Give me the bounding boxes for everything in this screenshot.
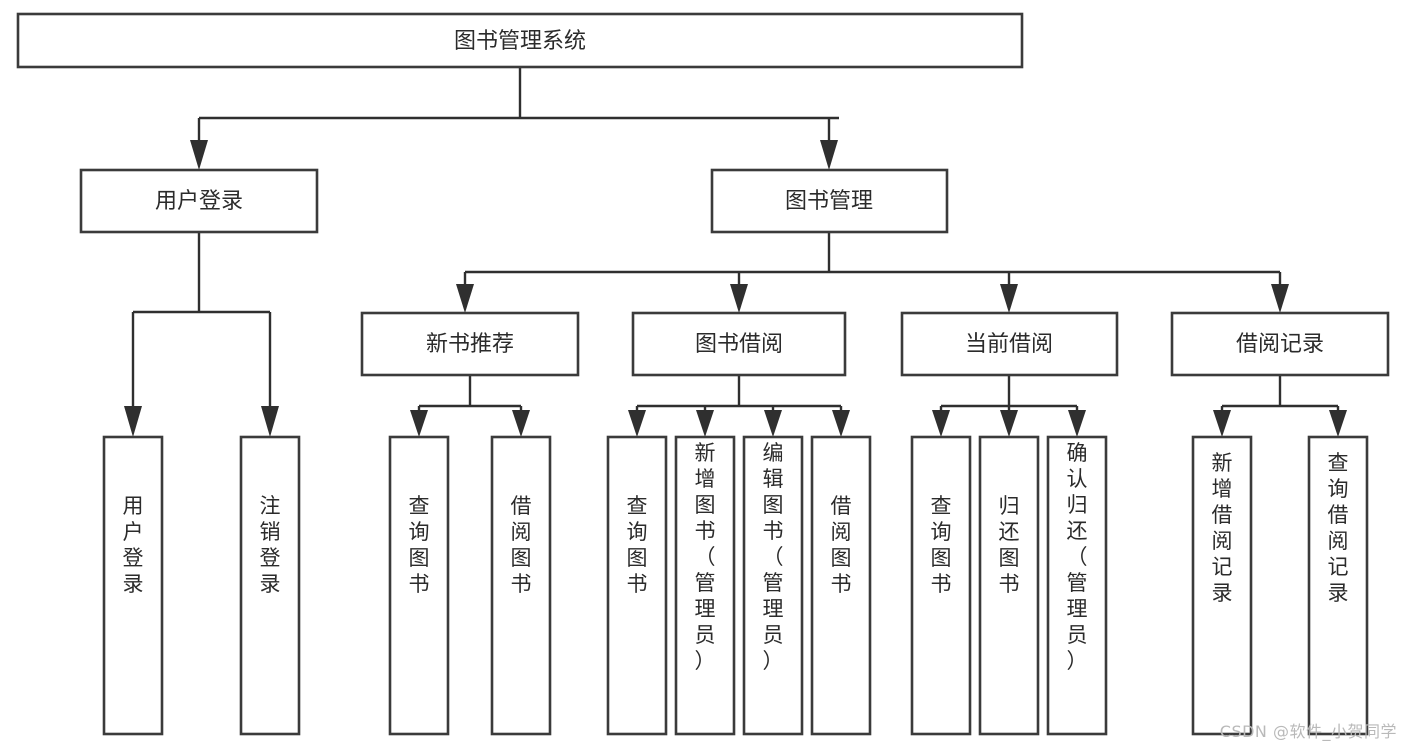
arrowhead-book-manage xyxy=(820,140,838,170)
leaf-label: 归还图书 xyxy=(999,494,1020,596)
leaf-box[interactable] xyxy=(1046,435,1108,736)
arrowhead-ul-child-2 xyxy=(261,406,279,437)
connectors-new-book-children xyxy=(410,375,530,437)
node-book-borrow-label: 图书借阅 xyxy=(695,332,783,357)
leaf-book-borrow-2[interactable]: 新增图书（管理员） xyxy=(674,435,736,736)
connectors-current-borrow-children xyxy=(932,375,1086,437)
node-new-book-recommend-label: 新书推荐 xyxy=(426,332,514,357)
leaf-new-book-1[interactable]: 查询图书 xyxy=(388,435,450,736)
node-new-book-recommend[interactable]: 新书推荐 xyxy=(360,311,580,377)
leaf-box[interactable] xyxy=(388,435,450,736)
arrowhead-bm-child-2 xyxy=(730,284,748,313)
arrowhead-bm-child-3 xyxy=(1000,284,1018,313)
node-current-borrow[interactable]: 当前借阅 xyxy=(900,311,1119,377)
leaf-box[interactable] xyxy=(606,435,668,736)
leaf-box[interactable] xyxy=(1191,435,1253,736)
arrowhead-bb-child-3 xyxy=(764,410,782,437)
node-root-box[interactable] xyxy=(16,12,1024,69)
leaf-new-book-2[interactable]: 借阅图书 xyxy=(490,435,552,736)
leaf-label: 新增借阅记录 xyxy=(1212,451,1233,605)
leaf-box[interactable] xyxy=(910,435,972,736)
arrowhead-bm-child-1 xyxy=(456,284,474,313)
arrowhead-br-child-1 xyxy=(1213,410,1231,437)
node-book-borrow[interactable]: 图书借阅 xyxy=(631,311,847,377)
leaf-label: 查询借阅记录 xyxy=(1328,451,1349,605)
arrowhead-bm-child-4 xyxy=(1271,284,1289,313)
leaf-box[interactable] xyxy=(674,435,736,736)
node-new-book-recommend-box[interactable] xyxy=(360,311,580,377)
leaf-label: 查询图书 xyxy=(627,494,648,596)
leaf-current-borrow-1[interactable]: 查询图书 xyxy=(910,435,972,736)
leaf-box[interactable] xyxy=(978,435,1040,736)
leaf-box[interactable] xyxy=(810,435,872,736)
leaf-user-login-2[interactable]: 注销登录 xyxy=(239,435,301,736)
arrowhead-nb-child-2 xyxy=(512,410,530,437)
node-book-borrow-box[interactable] xyxy=(631,311,847,377)
leaf-label: 借阅图书 xyxy=(511,494,532,596)
arrowhead-cb-child-3 xyxy=(1068,410,1086,437)
leaf-label: 确认归还（管理员） xyxy=(1067,441,1088,673)
node-user-login-box[interactable] xyxy=(79,168,319,234)
leaf-current-borrow-3[interactable]: 确认归还（管理员） xyxy=(1046,435,1108,736)
leaf-box[interactable] xyxy=(239,435,301,736)
connectors-book-borrow-children xyxy=(628,375,850,437)
arrowhead-user-login xyxy=(190,140,208,170)
leaf-book-borrow-1[interactable]: 查询图书 xyxy=(606,435,668,736)
arrowhead-bb-child-1 xyxy=(628,410,646,437)
node-user-login-label: 用户登录 xyxy=(155,189,243,214)
arrowhead-br-child-2 xyxy=(1329,410,1347,437)
leaf-borrow-record-1[interactable]: 新增借阅记录 xyxy=(1191,435,1253,736)
node-user-login[interactable]: 用户登录 xyxy=(79,168,319,234)
node-borrow-record-box[interactable] xyxy=(1170,311,1390,377)
leaf-label: 新增图书（管理员） xyxy=(695,441,716,673)
leaf-box[interactable] xyxy=(742,435,804,736)
node-current-borrow-box[interactable] xyxy=(900,311,1119,377)
arrowhead-cb-child-2 xyxy=(1000,410,1018,437)
node-root-label: 图书管理系统 xyxy=(454,29,586,54)
leaf-book-borrow-3[interactable]: 编辑图书（管理员） xyxy=(742,435,804,736)
node-root[interactable]: 图书管理系统 xyxy=(16,12,1024,69)
connectors-root-to-level2 xyxy=(190,67,839,170)
leaf-box[interactable] xyxy=(490,435,552,736)
leaf-label: 注销登录 xyxy=(260,494,281,596)
node-book-manage[interactable]: 图书管理 xyxy=(710,168,949,234)
leaf-label: 查询图书 xyxy=(931,494,952,596)
leaf-label: 查询图书 xyxy=(409,494,430,596)
leaf-label: 编辑图书（管理员） xyxy=(763,441,784,673)
leaf-label: 用户登录 xyxy=(123,494,144,596)
arrowhead-bb-child-2 xyxy=(696,410,714,437)
leaf-book-borrow-4[interactable]: 借阅图书 xyxy=(810,435,872,736)
leaf-current-borrow-2[interactable]: 归还图书 xyxy=(978,435,1040,736)
csdn-watermark: CSDN @软件_小贺同学 xyxy=(1219,722,1397,741)
leaf-borrow-record-2[interactable]: 查询借阅记录 xyxy=(1307,435,1369,736)
arrowhead-ul-child-1 xyxy=(124,406,142,437)
node-borrow-record[interactable]: 借阅记录 xyxy=(1170,311,1390,377)
leaf-box[interactable] xyxy=(102,435,164,736)
connectors-user-login-children xyxy=(124,232,279,437)
arrowhead-bb-child-4 xyxy=(832,410,850,437)
node-current-borrow-label: 当前借阅 xyxy=(965,332,1053,357)
arrowhead-nb-child-1 xyxy=(410,410,428,437)
node-book-manage-box[interactable] xyxy=(710,168,949,234)
connectors-borrow-record-children xyxy=(1213,375,1347,437)
connectors-book-manage-children xyxy=(456,232,1289,313)
arrowhead-cb-child-1 xyxy=(932,410,950,437)
leaf-box[interactable] xyxy=(1307,435,1369,736)
leaf-user-login-1[interactable]: 用户登录 xyxy=(102,435,164,736)
node-book-manage-label: 图书管理 xyxy=(785,189,873,214)
leaf-label: 借阅图书 xyxy=(831,494,852,596)
node-borrow-record-label: 借阅记录 xyxy=(1236,332,1324,357)
